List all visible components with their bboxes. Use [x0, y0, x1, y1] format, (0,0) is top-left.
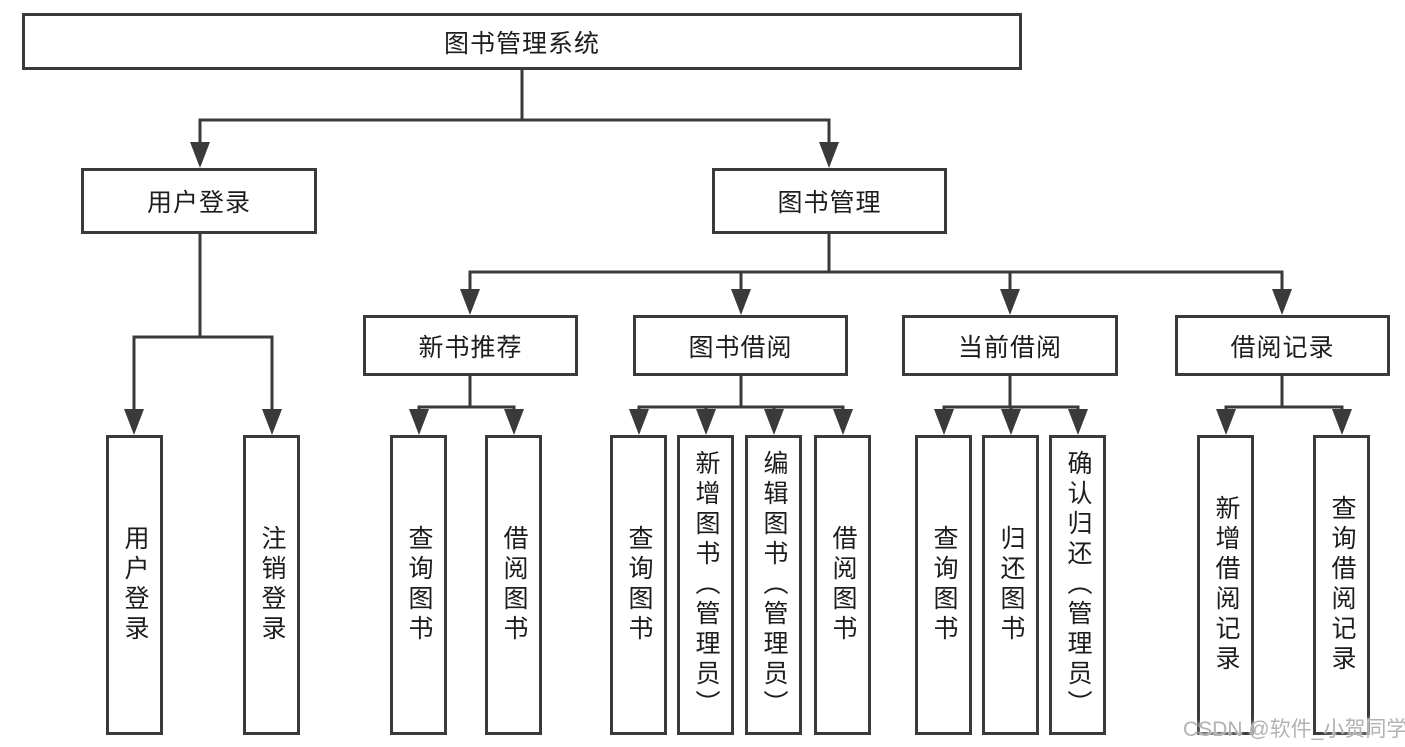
node-book-management: 图书管理 — [712, 168, 947, 234]
leaf-label: 借阅图书 — [829, 525, 857, 645]
leaf-label: 查询借阅记录 — [1328, 495, 1356, 675]
leaf-label: 查询图书 — [625, 525, 653, 645]
leaf-current-return-books: 归还图书 — [982, 435, 1039, 735]
leaf-borrow-borrow-books: 借阅图书 — [814, 435, 871, 735]
leaf-borrow-query-books: 查询图书 — [610, 435, 667, 735]
leaf-user-login: 用户登录 — [106, 435, 163, 735]
node-root-label: 图书管理系统 — [443, 29, 600, 58]
leaf-borrow-edit-books-admin: 编辑图书（管理员） — [745, 435, 802, 735]
leaf-label: 归还图书 — [997, 525, 1025, 645]
node-current-borrowing: 当前借阅 — [902, 315, 1118, 376]
node-borrow-records-label: 借阅记录 — [1230, 333, 1335, 362]
leaf-label: 注销登录 — [258, 525, 286, 645]
leaf-newrec-borrow-books: 借阅图书 — [485, 435, 542, 735]
csdn-watermark: CSDN @软件_小贺同学 — [1183, 718, 1405, 741]
leaf-label: 新增借阅记录 — [1212, 495, 1240, 675]
node-current-borrowing-label: 当前借阅 — [957, 333, 1062, 362]
leaf-label: 查询图书 — [405, 525, 433, 645]
node-book-borrowing-label: 图书借阅 — [688, 333, 793, 362]
leaf-current-confirm-return-admin: 确认归还（管理员） — [1049, 435, 1106, 735]
node-borrow-records: 借阅记录 — [1175, 315, 1390, 376]
leaf-records-query-record: 查询借阅记录 — [1313, 435, 1370, 735]
leaf-label: 用户登录 — [121, 525, 149, 645]
leaf-label: 确认归还（管理员） — [1064, 450, 1092, 720]
leaf-logout: 注销登录 — [243, 435, 300, 735]
leaf-label: 借阅图书 — [500, 525, 528, 645]
node-root: 图书管理系统 — [22, 13, 1022, 70]
leaf-current-query-books: 查询图书 — [915, 435, 972, 735]
leaf-label: 新增图书（管理员） — [692, 450, 720, 720]
node-book-borrowing: 图书借阅 — [633, 315, 848, 376]
leaf-newrec-query-books: 查询图书 — [390, 435, 447, 735]
leaf-label: 编辑图书（管理员） — [760, 450, 788, 720]
leaf-borrow-add-books-admin: 新增图书（管理员） — [677, 435, 734, 735]
node-user-login: 用户登录 — [81, 168, 317, 234]
leaf-records-add-record: 新增借阅记录 — [1197, 435, 1254, 735]
node-new-book-recommend-label: 新书推荐 — [418, 333, 523, 362]
node-user-login-label: 用户登录 — [146, 189, 251, 217]
leaf-label: 查询图书 — [930, 525, 958, 645]
node-book-management-label: 图书管理 — [777, 189, 882, 217]
node-new-book-recommend: 新书推荐 — [363, 315, 578, 376]
